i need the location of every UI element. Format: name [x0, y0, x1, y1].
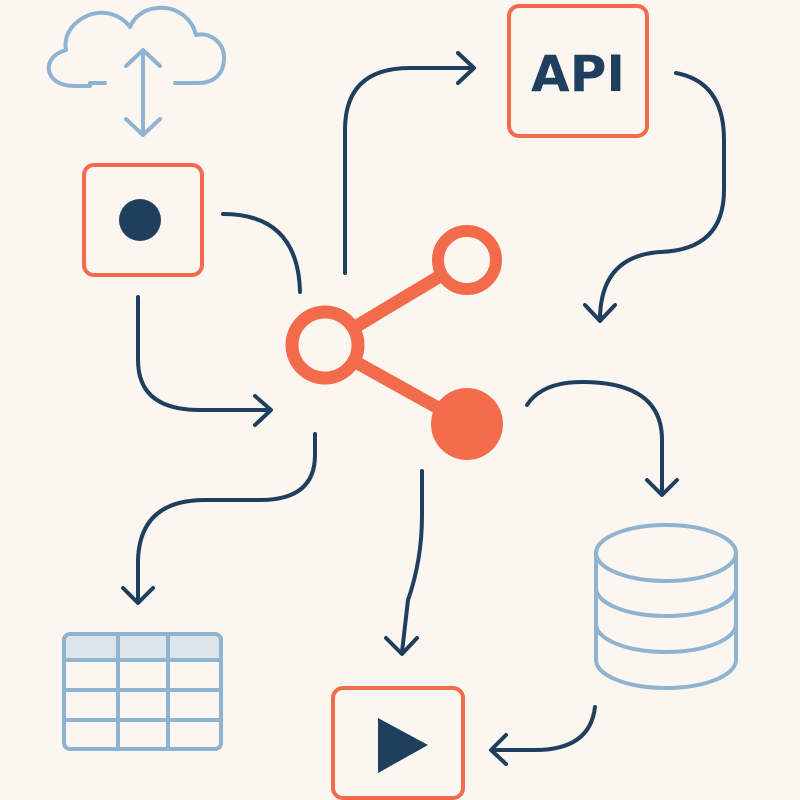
database-band-1	[594, 587, 738, 618]
record-dot	[119, 199, 161, 241]
arrowhead-api-down	[583, 303, 617, 323]
connectors	[121, 51, 726, 766]
connector-record-down	[136, 295, 272, 412]
table-header-fill	[64, 634, 221, 660]
api-icon: API	[507, 4, 649, 138]
connector-api-down	[598, 71, 726, 320]
record-icon	[82, 163, 204, 277]
record-box	[82, 163, 204, 277]
database-bottom	[594, 659, 738, 690]
arrowhead-table	[121, 586, 155, 605]
arrowhead-video-right	[489, 733, 508, 766]
connector-share-to-api	[343, 66, 474, 275]
share-node-bottom	[431, 388, 503, 460]
arrowhead-api	[456, 51, 476, 85]
api-label: API	[531, 45, 625, 103]
connector-record-to-share	[221, 212, 302, 294]
api-box	[507, 4, 649, 138]
database-top	[594, 523, 738, 583]
cloud-outline	[46, 5, 226, 88]
sync-arrow-head-up	[124, 48, 162, 68]
arrowhead-database	[645, 478, 679, 497]
play-triangle	[378, 718, 428, 773]
connector-share-to-database	[525, 380, 664, 496]
connector-database-to-video	[490, 705, 597, 752]
share-node-top	[432, 225, 502, 295]
database-icon	[594, 523, 738, 690]
table-gridlines	[64, 634, 221, 749]
share-icon	[285, 225, 503, 460]
video-box	[331, 686, 465, 800]
connector-share-to-video	[400, 469, 424, 654]
arrowhead-record-down	[253, 394, 273, 427]
database-band-2	[594, 623, 738, 654]
play-icon	[331, 686, 465, 800]
cloud-sync-icon	[46, 5, 226, 137]
arrowhead-video	[384, 636, 419, 656]
table-icon	[62, 632, 223, 751]
share-node-left	[285, 305, 365, 385]
connector-share-to-table	[136, 432, 317, 604]
sync-arrow-head-down	[124, 117, 162, 137]
